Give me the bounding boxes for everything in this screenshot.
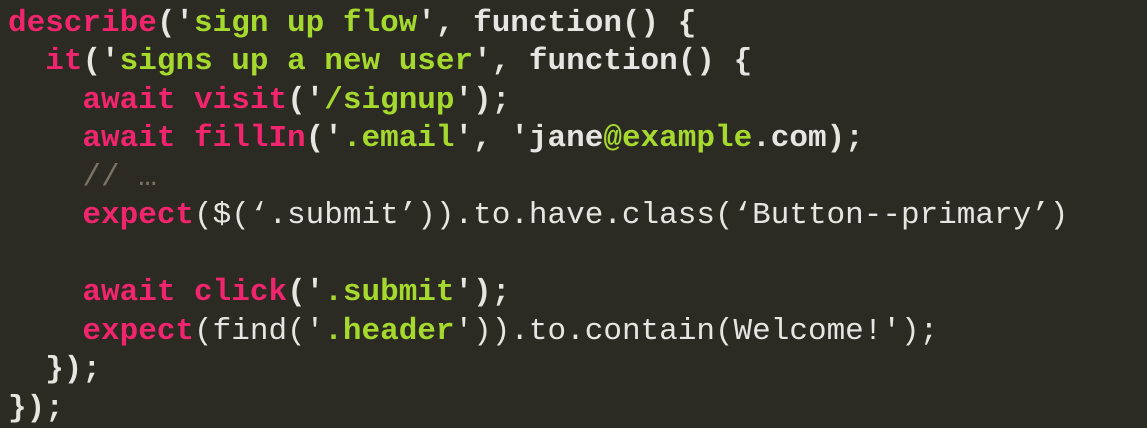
code-token-kw: await click xyxy=(82,275,288,311)
code-token-str: signs up a new user xyxy=(119,44,474,80)
code-token-pun: (' xyxy=(156,6,195,41)
code-line: // … xyxy=(8,159,1147,197)
code-token-pun xyxy=(8,275,82,310)
code-token-str: .email xyxy=(342,121,455,157)
code-token-kw: expect xyxy=(82,198,195,234)
code-token-pun xyxy=(8,198,82,233)
code-token-pun: '); xyxy=(454,275,511,311)
code-token-kw: await visit xyxy=(82,82,288,118)
code-token-str: sign up flow xyxy=(194,6,418,41)
code-token-pun: ', 'jane xyxy=(454,121,604,157)
code-line: await click('.submit'); xyxy=(8,274,1147,312)
code-line: }); xyxy=(8,390,1147,428)
code-token-pun xyxy=(8,121,82,156)
code-line xyxy=(8,236,1147,274)
code-token-kw: expect xyxy=(82,313,195,349)
code-token-str: .submit xyxy=(324,275,455,311)
code-token-pun xyxy=(8,314,82,349)
code-token-pun xyxy=(8,160,82,195)
code-token-kw: await fillIn xyxy=(82,121,306,157)
code-line: expect($(‘.submit’)).to.have.class(‘Butt… xyxy=(8,197,1147,235)
code-token-pun: (' xyxy=(287,82,325,118)
code-token-punr: (find(' xyxy=(194,313,325,349)
code-token-pun: (' xyxy=(287,275,325,311)
code-token-punr: ')).to.contain(Welcome!'); xyxy=(454,313,939,349)
code-line: expect(find('.header')).to.contain(Welco… xyxy=(8,313,1147,351)
code-token-pun: }); xyxy=(8,390,64,426)
code-line: await visit('/signup'); xyxy=(8,82,1147,120)
code-token-kw: describe xyxy=(8,6,157,41)
code-token-str: .header xyxy=(324,313,455,349)
code-token-str: @example xyxy=(603,121,753,157)
code-line: await fillIn('.email', 'jane@example.com… xyxy=(8,120,1147,158)
code-token-pun: .com); xyxy=(752,121,864,157)
code-token-str: /signup xyxy=(324,82,455,118)
code-token-pun xyxy=(8,83,82,118)
code-token-pun: (' xyxy=(305,121,343,157)
code-token-cmt: // … xyxy=(82,159,157,195)
code-token-pun: ', function() { xyxy=(473,44,753,80)
code-token-pun: }); xyxy=(8,352,102,388)
code-token-punr: ($(‘.submit’)).to.have.class(‘Button--pr… xyxy=(194,198,1069,234)
code-line: it('signs up a new user', function() { xyxy=(8,43,1147,81)
code-line: }); xyxy=(8,351,1147,389)
code-token-pun: ', function() { xyxy=(417,6,697,41)
code-line: describe('sign up flow', function() { xyxy=(8,5,1147,43)
code-token-pun: '); xyxy=(454,82,511,118)
code-token-kw: it xyxy=(45,44,83,80)
code-token-pun xyxy=(8,44,45,79)
code-token-pun: (' xyxy=(82,44,120,80)
